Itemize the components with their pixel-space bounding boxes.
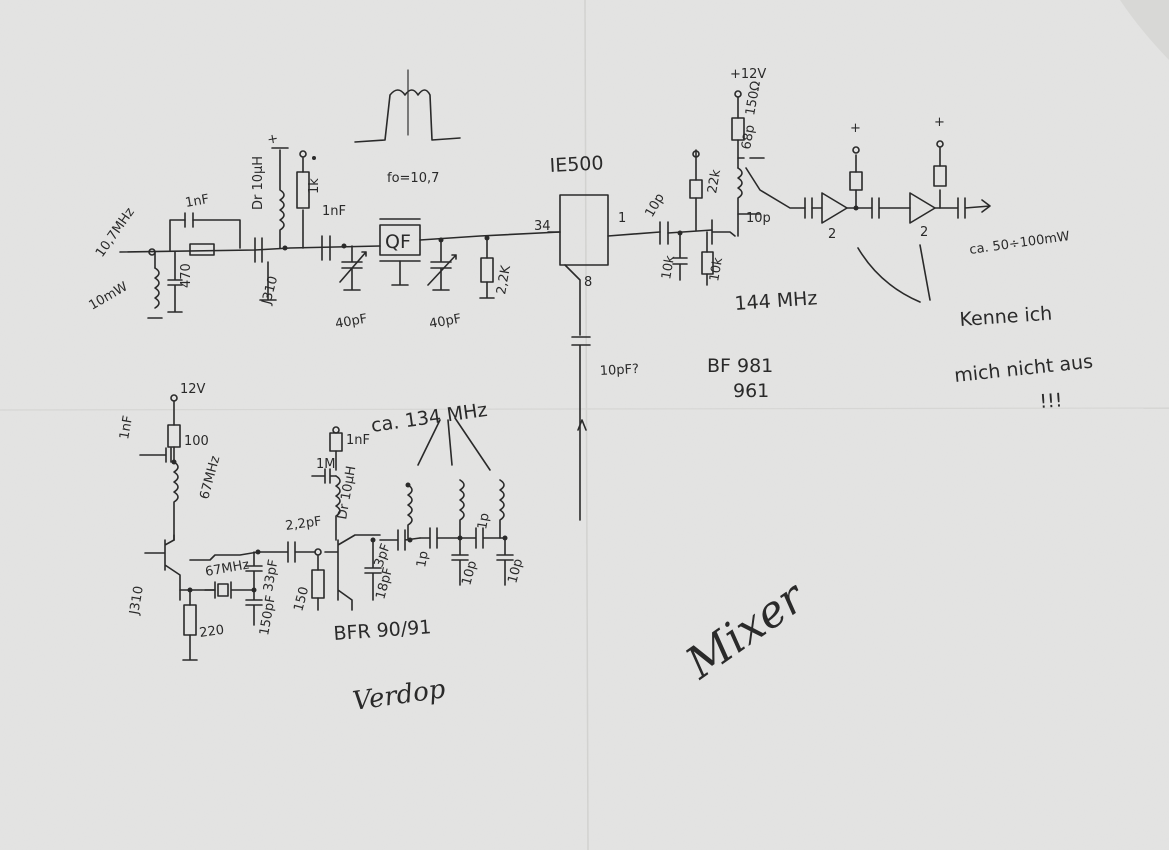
- r-10k-b-label: 10k: [707, 256, 726, 283]
- svg-text:+: +: [934, 115, 945, 130]
- bf981-label: BF 981: [707, 355, 773, 377]
- c-1p-a-label: 1p: [414, 550, 432, 569]
- bfr-amp-stage: [311, 417, 514, 611]
- cap-10pf-question-label: 10pF?: [599, 362, 639, 379]
- choke-label: Dr 10µH: [251, 156, 266, 210]
- c-22pf-label: 2,2pF: [284, 514, 322, 534]
- supply-12v-bot-label: 12V: [180, 382, 206, 397]
- c-10p-d-label: 10p: [505, 557, 526, 585]
- r-22k-b-label: 22k: [705, 168, 724, 195]
- c-150pf-label: 150pF: [257, 594, 279, 637]
- c-40pf-1-label: 40pF: [334, 312, 368, 332]
- oscillator-stage: [139, 394, 325, 661]
- svg-text:+: +: [266, 131, 279, 148]
- mixer-chip-label: IE500: [549, 152, 604, 177]
- r-150b-label: 150: [291, 585, 312, 613]
- svg-text:+: +: [850, 121, 861, 136]
- r-1k-label: 1k: [307, 178, 322, 194]
- paper-fold-horizontal: [0, 407, 1169, 411]
- pin-1-label: 1: [618, 211, 626, 226]
- r-1m-label: 1M: [316, 457, 336, 472]
- r-10k-a-label: 10k: [659, 254, 678, 281]
- pin-8-label: 8: [584, 275, 592, 290]
- c-68p-label: 68p: [739, 124, 758, 151]
- amp-144mhz: + + 2 2: [659, 90, 991, 303]
- svg-text:2: 2: [920, 225, 928, 240]
- c-33pf-label: 33pF: [261, 558, 281, 592]
- note-line-3: !!!: [1039, 389, 1063, 413]
- bf961-label: 961: [733, 380, 769, 402]
- r-220-label: 220: [198, 623, 225, 641]
- c-1nf-top-label: 1nF: [184, 192, 210, 211]
- c-1nf-b-label: 1nF: [346, 433, 370, 448]
- filter-response-curve: [354, 89, 461, 143]
- crystal-filter: QF fo=10,7: [354, 69, 561, 299]
- c-1nf-left-label: 1nF: [117, 414, 136, 440]
- r-100-label: 100: [184, 434, 209, 449]
- supply-12v-top-label: +12V: [730, 67, 766, 82]
- c-1nf-2-label: 1nF: [322, 204, 346, 219]
- j310-top-label: J310: [259, 274, 281, 307]
- c-10p-c-label: 10p: [459, 559, 480, 587]
- r-470-label: 470: [179, 263, 194, 288]
- c-1p-b-label: 1p: [475, 512, 493, 531]
- pin-34-label: 34: [534, 219, 551, 234]
- r-150-label: 150Ω: [743, 80, 764, 117]
- r-22k-label: 2,2K: [494, 264, 514, 296]
- svg-text:2: 2: [828, 227, 836, 242]
- paper-corner-shadow: [1120, 0, 1169, 60]
- filter-label: QF: [385, 231, 411, 253]
- c-10p-b-label: 10p: [746, 211, 771, 226]
- filter-center-label: fo=10,7: [387, 171, 439, 186]
- paper-fold-vertical: [584, 0, 589, 850]
- input-stage: +: [119, 131, 381, 319]
- mixer-chip-ie500: IE500 34 1 8 10pF?: [534, 152, 661, 521]
- j310-bot-label: J310: [127, 585, 147, 617]
- c-40pf-2-label: 40pF: [428, 312, 462, 332]
